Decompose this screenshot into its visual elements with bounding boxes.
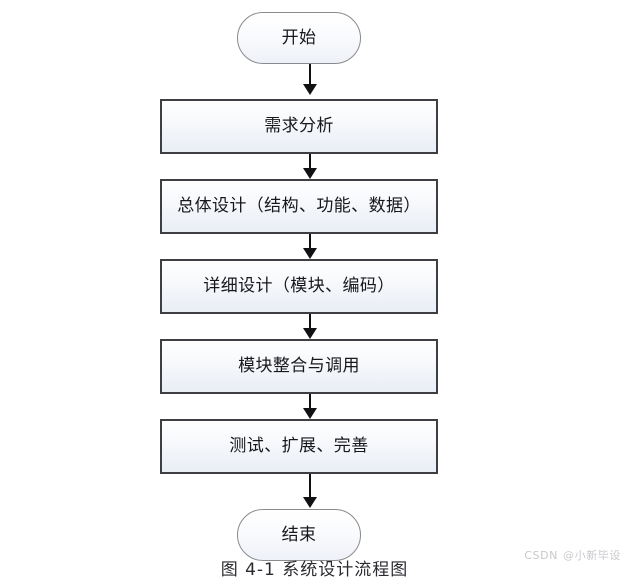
- connector-stem: [309, 64, 311, 85]
- connector-detail-to-integration: [298, 314, 322, 339]
- connector-testing-to-end: [298, 474, 322, 508]
- connector-stem: [309, 234, 311, 249]
- node-overall-design[interactable]: 总体设计（结构、功能、数据）: [160, 179, 438, 234]
- flowchart-canvas: 开始 需求分析 总体设计（结构、功能、数据） 详细设计（模块、编码） 模块整合与…: [160, 12, 621, 580]
- arrowhead-icon: [303, 168, 317, 179]
- connector-stem: [309, 154, 311, 169]
- arrowhead-icon: [303, 497, 317, 508]
- watermark: CSDN @小新毕设: [524, 547, 621, 563]
- connector-start-to-requirement: [298, 64, 322, 95]
- node-testing-label: 测试、扩展、完善: [229, 436, 369, 456]
- node-testing[interactable]: 测试、扩展、完善: [160, 419, 438, 474]
- connector-stem: [309, 474, 311, 498]
- node-start[interactable]: 开始: [237, 12, 361, 64]
- connector-integration-to-testing: [298, 394, 322, 419]
- node-requirement-analysis-label: 需求分析: [264, 116, 334, 136]
- connector-stem: [309, 394, 311, 409]
- arrowhead-icon: [303, 408, 317, 419]
- node-overall-design-label: 总体设计（结构、功能、数据）: [177, 196, 421, 216]
- connector-stem: [309, 314, 311, 329]
- node-detailed-design-label: 详细设计（模块、编码）: [203, 276, 395, 296]
- watermark-author: @小新毕设: [563, 549, 621, 562]
- node-module-integration[interactable]: 模块整合与调用: [160, 339, 438, 394]
- node-requirement-analysis[interactable]: 需求分析: [160, 99, 438, 154]
- arrowhead-icon: [303, 248, 317, 259]
- watermark-brand: CSDN: [524, 549, 558, 562]
- node-end[interactable]: 结束: [237, 509, 361, 561]
- arrowhead-icon: [303, 328, 317, 339]
- node-end-label: 结束: [281, 524, 317, 545]
- node-module-integration-label: 模块整合与调用: [238, 356, 360, 376]
- connector-requirement-to-overall: [298, 154, 322, 179]
- connector-overall-to-detail: [298, 234, 322, 259]
- arrowhead-icon: [303, 84, 317, 95]
- node-detailed-design[interactable]: 详细设计（模块、编码）: [160, 259, 438, 314]
- node-start-label: 开始: [281, 27, 317, 48]
